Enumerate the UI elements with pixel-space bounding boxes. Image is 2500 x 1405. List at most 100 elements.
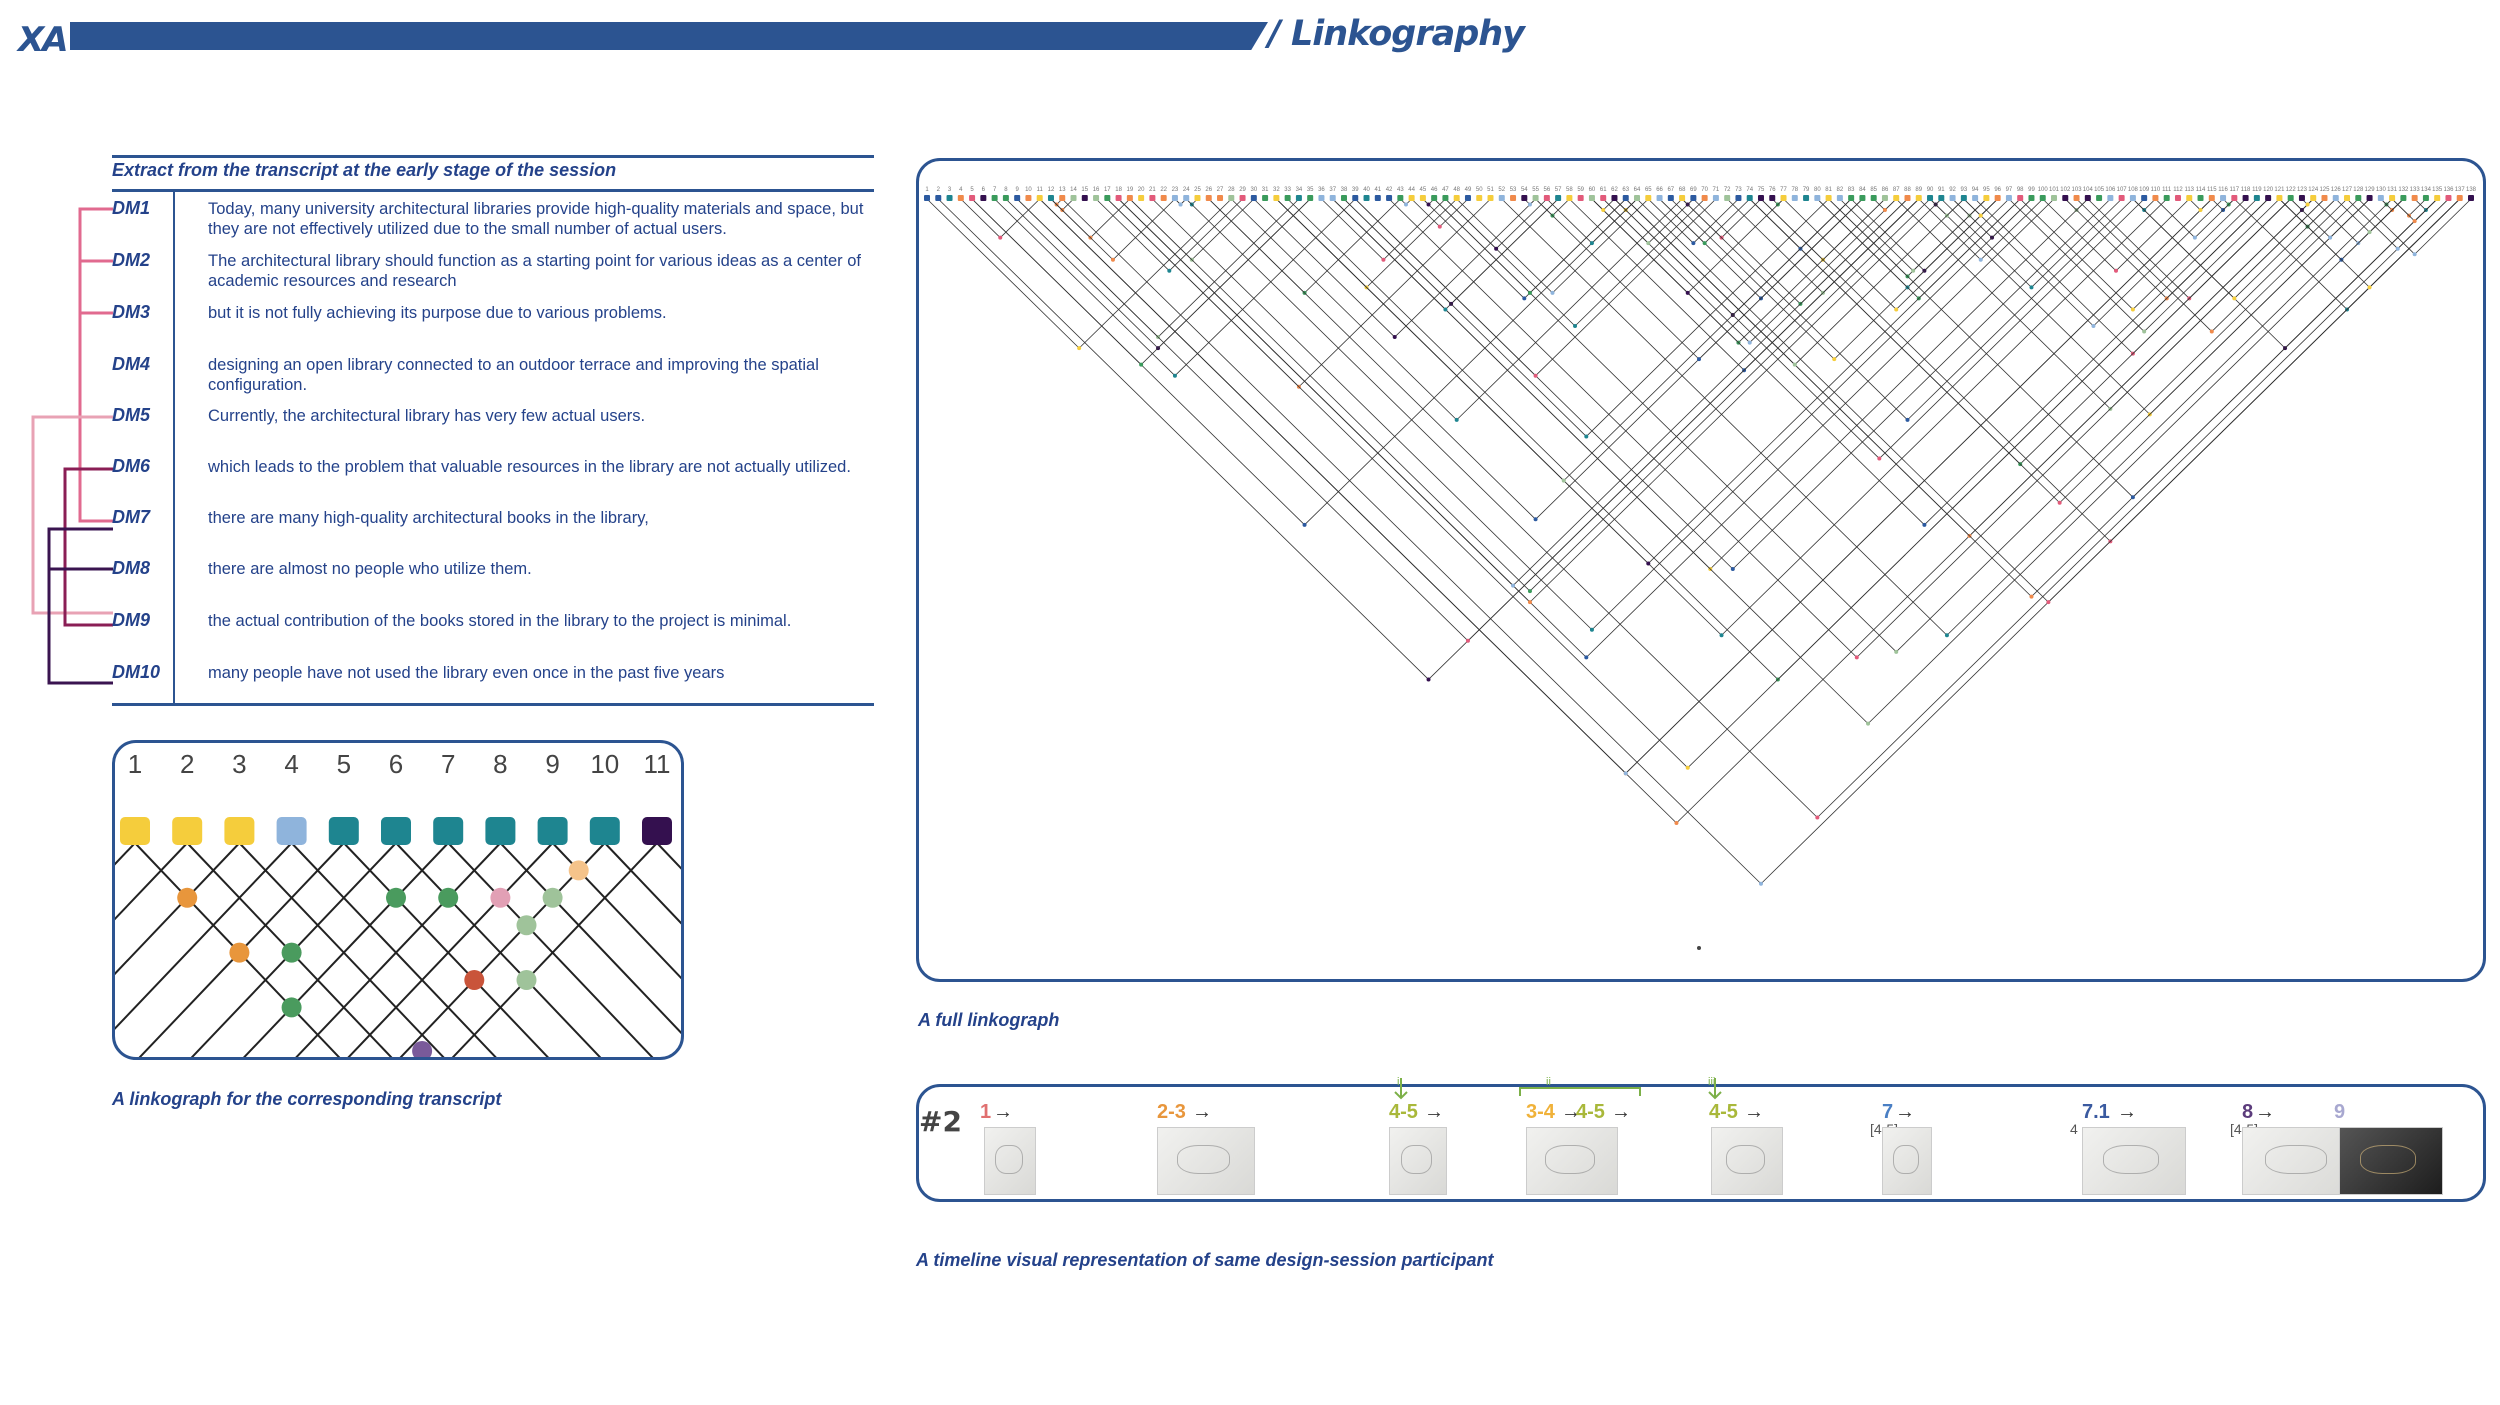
link-line	[2132, 198, 2438, 498]
link-line	[2358, 198, 2415, 255]
link-node	[516, 915, 537, 936]
sketch-thumbnail	[1157, 1127, 1255, 1195]
logo: XA	[18, 20, 69, 60]
link-line	[1749, 198, 1801, 249]
transcript-bottom-rule	[112, 703, 874, 706]
link-line	[374, 842, 606, 1086]
move-node	[1859, 195, 1866, 201]
link-line	[1061, 198, 1762, 885]
link-node	[1511, 583, 1516, 588]
timeline-mark: ii	[1546, 1076, 1551, 1088]
move-number: 125	[2319, 187, 2330, 193]
move-number: 19	[1127, 187, 1134, 193]
move-node	[1994, 195, 2001, 201]
move-number: 52	[1498, 187, 1505, 193]
move-node	[1983, 195, 1990, 201]
link-node	[2232, 296, 2237, 301]
move-number: 136	[2443, 187, 2454, 193]
move-node	[1814, 195, 1821, 201]
link-node	[1623, 771, 1628, 776]
dm-label: DM7	[112, 507, 151, 527]
move-node	[1352, 195, 1359, 201]
link-node	[1730, 566, 1735, 571]
move-number: 68	[1679, 187, 1686, 193]
link-line	[1670, 198, 1835, 360]
move-number: 22	[1160, 187, 1167, 193]
move-number: 111	[2162, 187, 2172, 193]
move-number: 116	[2218, 187, 2228, 193]
link-line	[1078, 198, 1232, 349]
sketch-stroke	[1177, 1144, 1230, 1175]
link-node	[542, 887, 563, 908]
move-number: 13	[1059, 187, 1066, 193]
move-number: 73	[1735, 187, 1742, 193]
link-line	[1586, 198, 2055, 658]
link-line	[1569, 198, 1745, 371]
move-number: 133	[2410, 187, 2421, 193]
link-line	[1332, 198, 1446, 310]
move-node	[2242, 195, 2249, 201]
link-line	[1760, 198, 2111, 542]
move-node	[2186, 195, 2193, 201]
link-line	[2059, 198, 2370, 504]
move-node	[485, 817, 516, 845]
transcript-divider	[173, 192, 175, 703]
link-line	[1574, 198, 1705, 327]
move-number: 75	[1758, 187, 1765, 193]
link-line	[1394, 198, 1536, 338]
link-line	[2408, 198, 2427, 216]
link-node	[1527, 600, 1532, 605]
link-node	[1978, 257, 1983, 262]
timeline-step-label: 1	[980, 1101, 992, 1123]
move-node	[946, 195, 953, 201]
link-node	[2142, 329, 2147, 334]
link-node	[464, 970, 485, 991]
sketch-thumbnail	[1526, 1127, 1618, 1195]
link-node	[1589, 241, 1594, 246]
link-node	[1443, 307, 1448, 312]
link-line	[2019, 198, 2291, 465]
move-number: 1	[925, 187, 929, 193]
move-node	[1521, 195, 1528, 201]
link-line	[1952, 198, 1993, 238]
move-number: 90	[1927, 187, 1934, 193]
move-number: 128	[2353, 187, 2364, 193]
link-node	[1454, 417, 1459, 422]
sketch-stroke	[2360, 1144, 2417, 1175]
link-node	[1854, 655, 1859, 660]
move-node	[2152, 195, 2159, 201]
move-node	[1014, 195, 1021, 201]
move-number: 70	[1701, 187, 1708, 193]
move-number: 25	[1194, 187, 1201, 193]
link-line	[1388, 198, 1858, 658]
link-line	[1112, 198, 1176, 261]
move-number: 26	[1205, 187, 1212, 193]
move-node	[2096, 195, 2103, 201]
move-number: 102	[2060, 187, 2071, 193]
move-number: 91	[1938, 187, 1945, 193]
move-number: 135	[2432, 187, 2443, 193]
move-node	[2265, 195, 2272, 201]
link-node	[1561, 478, 1566, 483]
move-number: 8	[1004, 187, 1008, 193]
move-node	[2005, 195, 2012, 201]
link-line	[269, 842, 502, 1086]
link-node	[1601, 208, 1606, 213]
move-node	[1679, 195, 1686, 201]
link-line	[1343, 198, 1587, 437]
link-line	[1321, 198, 1384, 261]
link-node	[1877, 456, 1882, 461]
link-line	[343, 842, 575, 1086]
move-number: 32	[1273, 187, 1280, 193]
link-node	[1674, 821, 1679, 826]
link-line	[1090, 198, 1131, 238]
move-node	[1634, 195, 1641, 201]
link-line	[2397, 198, 2449, 249]
move-number: 63	[1622, 187, 1629, 193]
move-node	[2028, 195, 2035, 201]
link-node	[1381, 257, 1386, 262]
move-node	[1791, 195, 1798, 201]
move-node	[1904, 195, 1911, 201]
move-number: 6	[389, 749, 403, 779]
move-number: 86	[1882, 187, 1889, 193]
